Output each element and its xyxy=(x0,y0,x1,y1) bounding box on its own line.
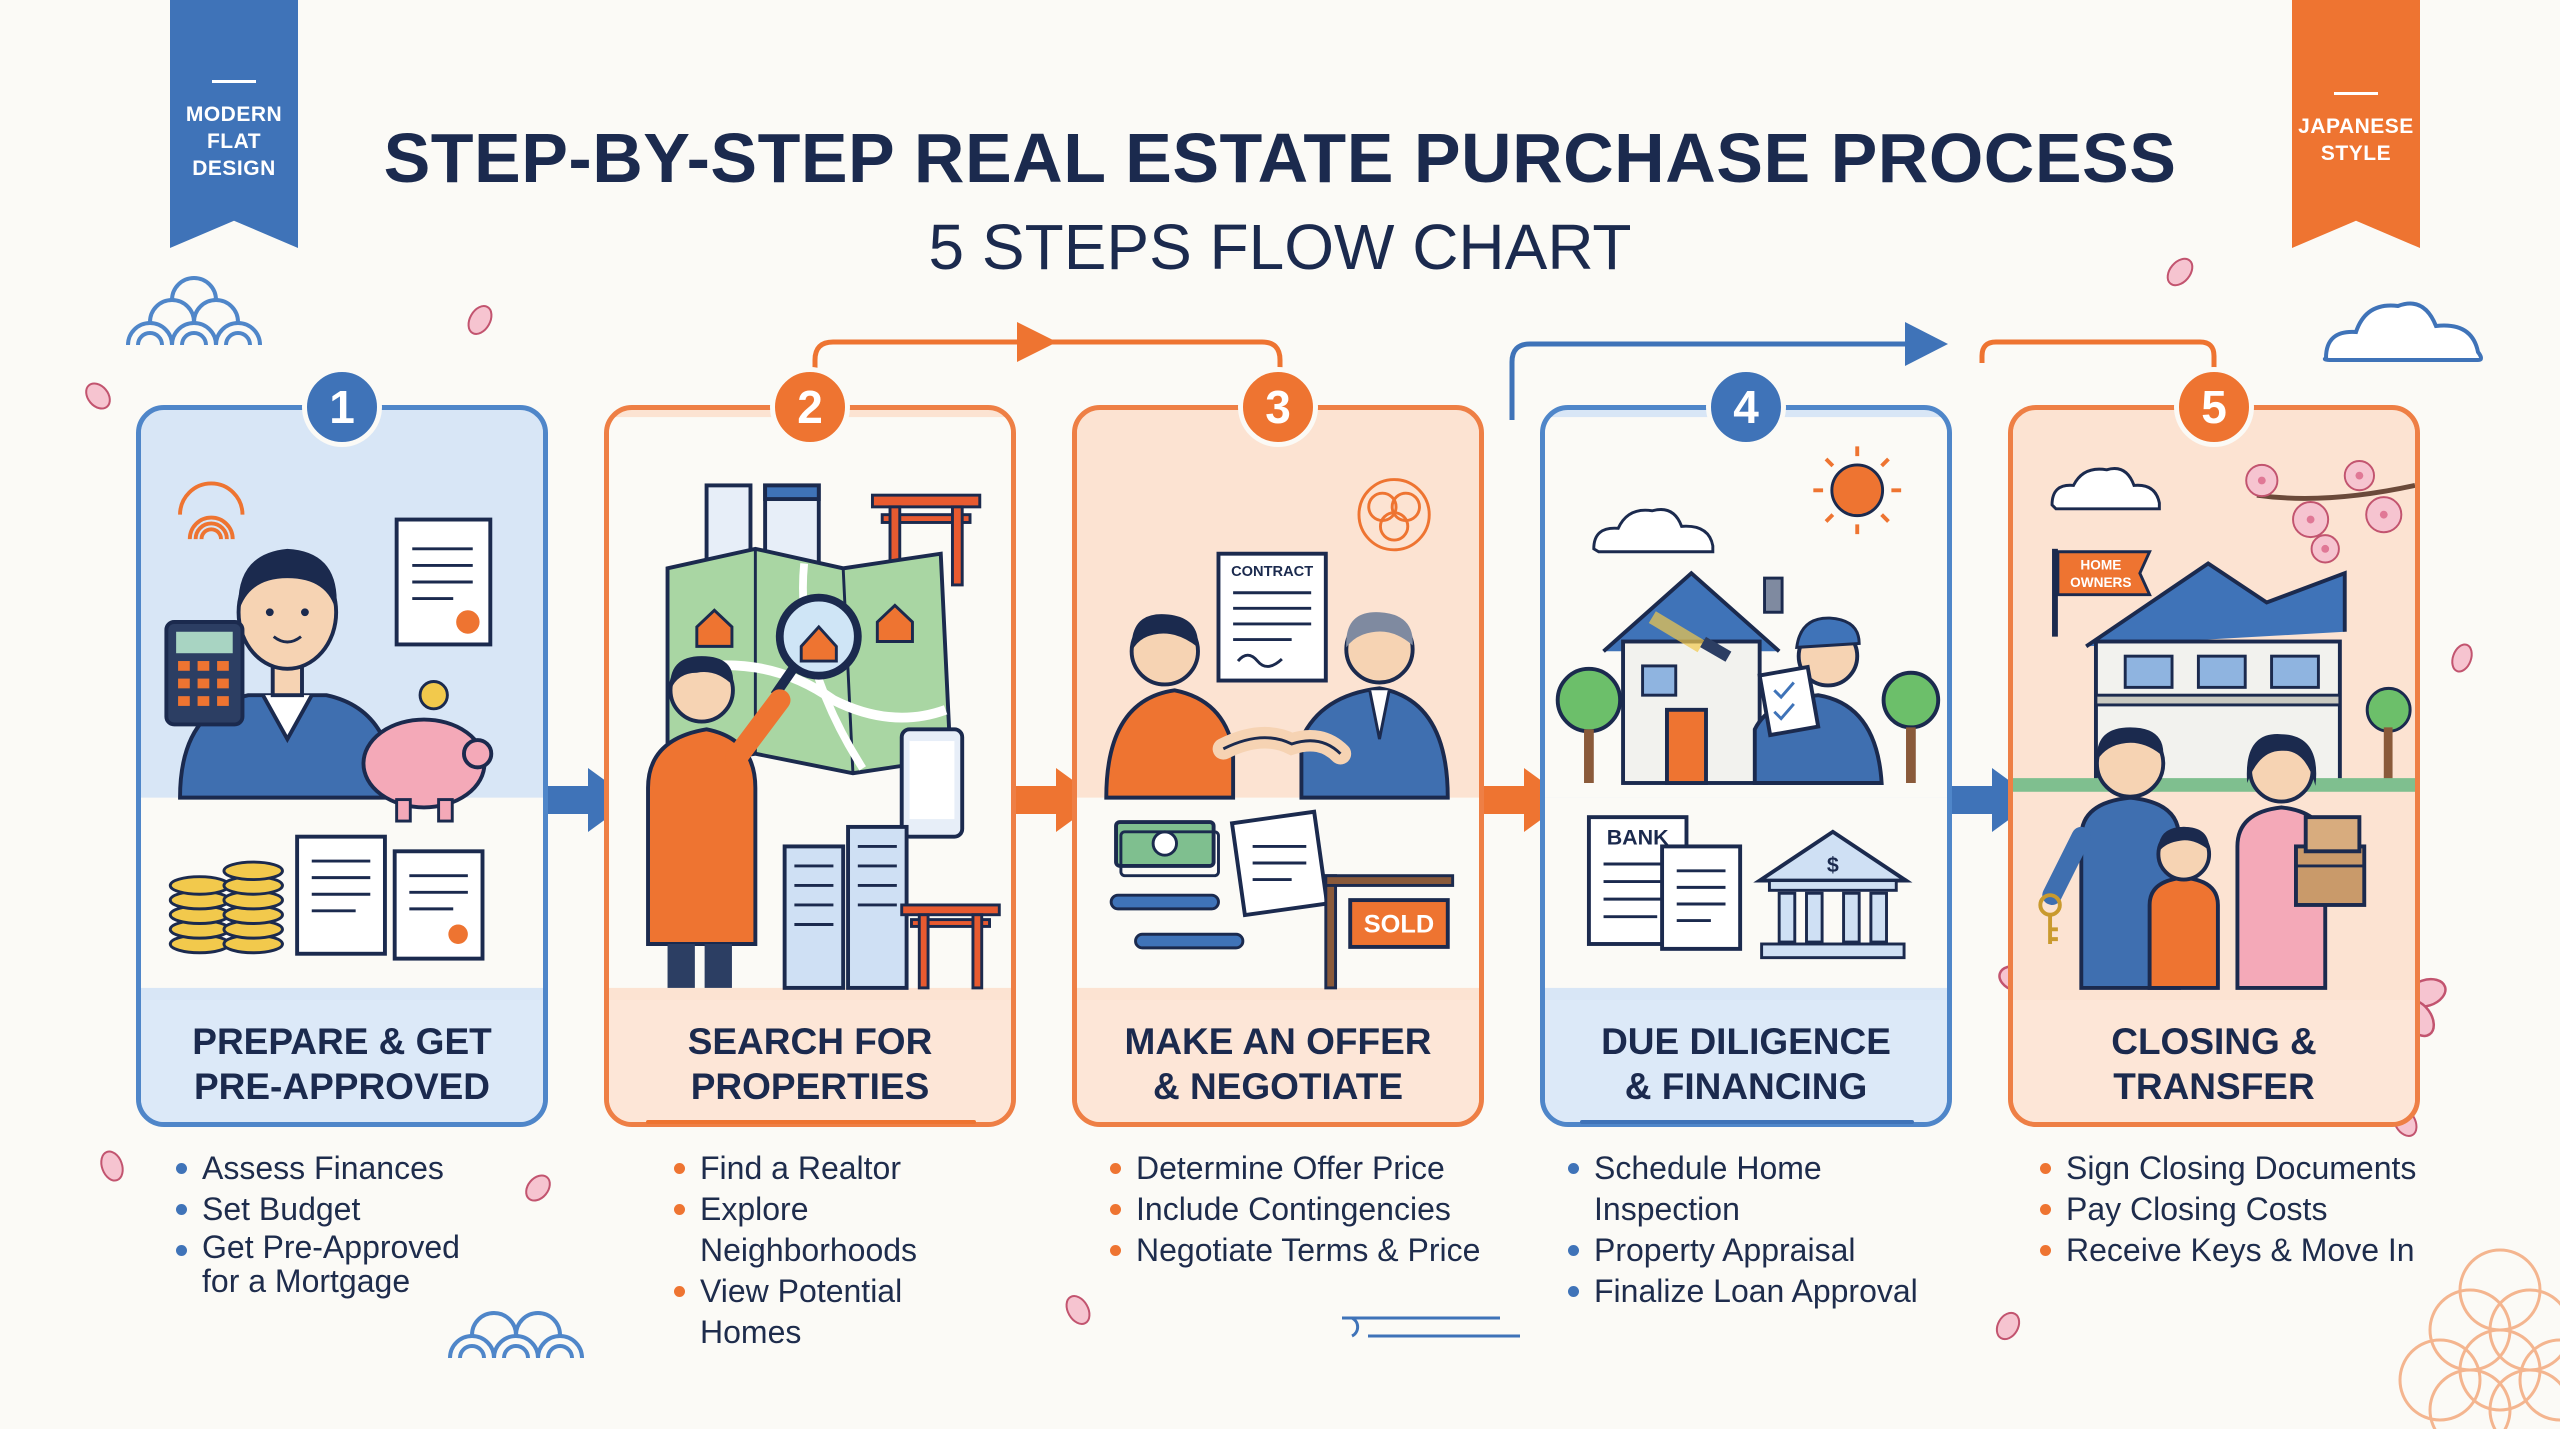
coins-icon xyxy=(168,860,284,955)
money-icon xyxy=(1114,820,1220,878)
page-title: STEP-BY-STEP REAL ESTATE PURCHASE PROCES… xyxy=(383,119,2177,197)
step-5-bullets: Sign Closing Documents Pay Closing Costs… xyxy=(2038,1148,2438,1271)
bank-document-icon: BANK xyxy=(1586,815,1743,951)
list-item: Property Appraisal xyxy=(1566,1230,1966,1271)
sold-sign-icon: SOLD xyxy=(1324,874,1455,990)
list-item: Negotiate Terms & Price xyxy=(1108,1230,1488,1271)
step-5-card: HOME OWNERS xyxy=(2008,405,2420,1127)
ribbon-right-label: JAPANESE STYLE xyxy=(2298,115,2414,165)
sakura-branch-icon xyxy=(2245,460,2415,564)
step-3-badge: 3 xyxy=(1238,367,1318,447)
city-icon xyxy=(782,824,909,990)
step-1-card: PREPARE & GET PRE-APPROVED xyxy=(136,405,548,1127)
contract-label: CONTRACT xyxy=(1231,564,1313,580)
person-icon xyxy=(178,548,397,800)
offer-illustration: CONTRACT xyxy=(1077,417,1479,990)
list-item: Find a Realtor xyxy=(672,1148,1002,1189)
list-item: Schedule Home Inspection xyxy=(1566,1148,1966,1230)
step-3-card: CONTRACT xyxy=(1072,405,1484,1127)
house-icon xyxy=(1602,570,1784,785)
document-icon xyxy=(394,517,493,647)
list-item: Finalize Loan Approval xyxy=(1566,1271,1966,1312)
torii-gate-icon xyxy=(870,493,982,587)
smartphone-icon xyxy=(899,727,965,839)
list-item: Receive Keys & Move In xyxy=(2038,1230,2438,1271)
page-subtitle: 5 STEPS FLOW CHART xyxy=(928,211,1632,283)
bank-label: BANK xyxy=(1607,825,1669,849)
dollar-label: $ xyxy=(1827,853,1839,877)
keys-icon xyxy=(2038,893,2062,944)
person-icon xyxy=(1104,614,1236,800)
home-owners-line-1: HOME xyxy=(2080,557,2121,572)
list-item: Get Pre-Approved for a Mortgage xyxy=(174,1230,504,1298)
scroll-document-icon xyxy=(295,834,485,961)
handshake-icon xyxy=(1212,726,1352,765)
step-4-bullets: Schedule Home Inspection Property Apprai… xyxy=(1566,1148,1966,1312)
family-icon xyxy=(2038,727,2367,990)
inspector-icon xyxy=(1752,616,1884,785)
step-4-divider xyxy=(1580,1120,1914,1124)
tree-icon xyxy=(1555,666,1941,783)
torii-gate-icon xyxy=(900,903,1001,990)
step-1-bullets: Assess Finances Set Budget Get Pre-Appro… xyxy=(174,1148,504,1298)
prepare-illustration xyxy=(141,417,543,988)
bank-building-icon: $ xyxy=(1753,829,1913,960)
step-2-bullets: Find a Realtor Explore Neighborhoods Vie… xyxy=(672,1148,1002,1353)
top-arrow-icon xyxy=(1017,322,1057,362)
pen-icon xyxy=(1109,893,1245,950)
box-icon xyxy=(2294,815,2367,907)
list-item: Assess Finances xyxy=(174,1148,504,1189)
step-4-badge: 4 xyxy=(1706,367,1786,447)
closing-illustration: HOME OWNERS xyxy=(2013,417,2415,990)
japanese-style-ribbon: JAPANESE STYLE xyxy=(2292,0,2420,248)
cloud-icon xyxy=(1342,1316,1520,1338)
list-item: View Potential Homes xyxy=(672,1271,1002,1353)
step-2-badge: 2 xyxy=(770,367,850,447)
wave-pattern-icon xyxy=(178,481,245,540)
step-2-divider xyxy=(646,1120,976,1124)
calculator-icon xyxy=(164,620,245,727)
wave-pattern-icon xyxy=(448,1311,584,1359)
step-2-title: SEARCH FOR PROPERTIES xyxy=(609,1000,1011,1122)
list-item: Set Budget xyxy=(174,1189,504,1230)
cloud-icon xyxy=(2322,301,2483,362)
document-icon xyxy=(1229,809,1330,918)
person-icon xyxy=(646,656,791,988)
contract-icon: CONTRACT xyxy=(1216,551,1328,683)
person-icon xyxy=(1299,612,1450,800)
cloud-icon xyxy=(2050,467,2161,511)
list-item: Include Contingencies xyxy=(1108,1189,1488,1230)
home-owners-line-2: OWNERS xyxy=(2070,575,2131,590)
sun-icon xyxy=(1813,446,1902,535)
step-3-bullets: Determine Offer Price Include Contingenc… xyxy=(1108,1148,1488,1271)
asanoha-pattern-icon xyxy=(1357,478,1431,552)
step-5-badge: 5 xyxy=(2174,367,2254,447)
diligence-illustration: BANK $ xyxy=(1545,417,1947,988)
step-4-title: DUE DILIGENCE & FINANCING xyxy=(1545,1000,1947,1122)
step-5-title: CLOSING & TRANSFER xyxy=(2013,1000,2415,1122)
step-3-title: MAKE AN OFFER & NEGOTIATE xyxy=(1077,1000,1479,1122)
step-1-title: PREPARE & GET PRE-APPROVED xyxy=(141,1000,543,1122)
cloud-icon xyxy=(1592,508,1715,554)
list-item: Pay Closing Costs xyxy=(2038,1189,2438,1230)
wave-pattern-icon xyxy=(126,276,262,346)
step-1-badge: 1 xyxy=(302,367,382,447)
search-illustration xyxy=(609,417,1011,990)
flashlight-icon xyxy=(1648,611,1732,662)
step-2-card: SEARCH FOR PROPERTIES xyxy=(604,405,1016,1127)
piggy-bank-icon xyxy=(361,680,494,823)
home-owners-flag-icon: HOME OWNERS xyxy=(2052,548,2152,637)
asanoha-pattern-icon xyxy=(2398,1248,2560,1429)
list-item: Sign Closing Documents xyxy=(2038,1148,2438,1189)
sold-label: SOLD xyxy=(1364,910,1434,938)
ribbon-left-label: MODERN FLAT DESIGN xyxy=(185,103,283,180)
list-item: Determine Offer Price xyxy=(1108,1148,1488,1189)
top-arrow-icon xyxy=(1905,322,1948,366)
step-4-card: BANK $ DUE DILIGENCE & FINANCING xyxy=(1540,405,1952,1127)
modern-flat-design-ribbon: MODERN FLAT DESIGN xyxy=(170,0,298,248)
list-item: Explore Neighborhoods xyxy=(672,1189,1002,1271)
